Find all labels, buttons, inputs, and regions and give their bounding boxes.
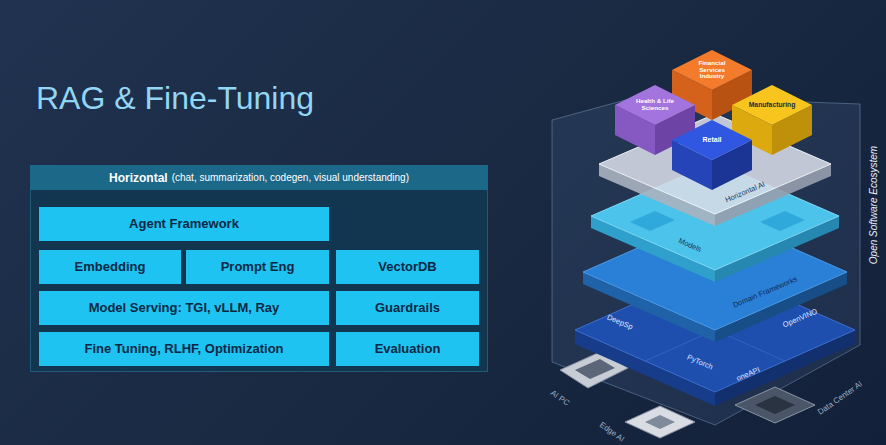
edge-ai-chip (625, 406, 695, 438)
ecosystem-label: Open Software Ecosystem (868, 146, 879, 264)
cube-top (732, 85, 812, 125)
layer-label: DeepSp (606, 313, 634, 332)
component-box: Fine Tuning, RLHF, Optimization (39, 332, 329, 366)
component-box: Model Serving: TGI, vLLM, Ray (39, 291, 329, 325)
box-label: Evaluation (375, 342, 441, 357)
header-title: Horizontal (109, 171, 168, 185)
stack-panel: Horizontal (chat, summarization, codegen,… (30, 165, 488, 372)
cube-top (672, 50, 752, 90)
cube-label-area: Manufacturing (746, 91, 798, 119)
layer-label: AI PC (549, 388, 571, 407)
box-label: VectorDB (378, 260, 437, 275)
component-box: VectorDB (336, 250, 479, 284)
layer-label: Domain Frameworks (731, 274, 798, 309)
cube-label: Manufacturing (749, 101, 796, 108)
component-box: Evaluation (336, 332, 479, 366)
title: RAG & Fine-Tuning (36, 80, 314, 117)
header-band: Horizontal (chat, summarization, codegen,… (30, 165, 488, 190)
cube-label: Health & Life Sciences (629, 98, 681, 111)
component-box: Guardrails (336, 291, 479, 325)
model-tile (760, 211, 805, 231)
cube-label: Financial Services Industry (686, 60, 738, 80)
edge-ai-die (645, 415, 675, 429)
layer-label: OpenVINO (781, 307, 818, 330)
cube-label-area: Retail (686, 126, 738, 154)
layer-label: Data Center AI (816, 379, 864, 416)
data-center-chip (735, 387, 815, 423)
data-center-die (755, 396, 795, 414)
layer-label: oneAPI (735, 365, 761, 383)
component-box: Agent Framework (39, 207, 329, 241)
cube-shape (672, 120, 752, 190)
layer-label: Horizontal AI (724, 180, 767, 205)
glass-enclosure (552, 96, 860, 425)
box-label: Prompt Eng (221, 260, 295, 275)
layer-label: PyTorch (686, 353, 714, 372)
component-box: Prompt Eng (186, 250, 329, 284)
cube-top (672, 120, 752, 160)
component-box: Embedding (39, 250, 181, 284)
box-label: Model Serving: TGI, vLLM, Ray (89, 301, 280, 316)
cube-label: Retail (702, 136, 721, 143)
box-label: Embedding (75, 260, 146, 275)
box-label: Fine Tuning, RLHF, Optimization (84, 342, 283, 357)
box-label: Guardrails (375, 301, 440, 316)
cube-label-area: Health & Life Sciences (629, 91, 681, 119)
industry-cube: Retail (672, 120, 752, 190)
layer-label: Models (677, 236, 703, 254)
cube-label-area: Financial Services Industry (686, 56, 738, 84)
box-label: Agent Framework (129, 217, 239, 232)
header-subtitle: (chat, summarization, codegen, visual un… (172, 172, 409, 183)
model-tile (630, 211, 675, 231)
layer-label: Edge AI (598, 420, 626, 443)
cube-top (615, 85, 695, 125)
ai-pc-die (575, 359, 615, 379)
